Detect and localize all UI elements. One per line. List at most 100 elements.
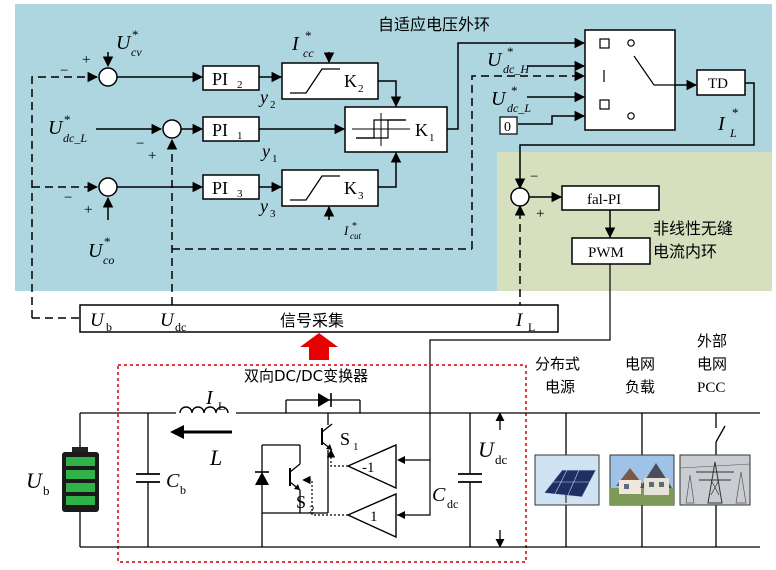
svg-text:y: y xyxy=(260,141,270,161)
svg-text:I: I xyxy=(515,310,524,331)
svg-text:0: 0 xyxy=(504,120,511,135)
svg-text:PI: PI xyxy=(212,178,228,198)
svg-text:信号采集: 信号采集 xyxy=(280,311,344,330)
uco-reference: U co * xyxy=(88,234,114,267)
signal-acquisition-bar: U b U dc 信号采集 I L xyxy=(79,304,559,334)
svg-text:*: * xyxy=(132,27,139,42)
solar-panel-image xyxy=(534,454,600,506)
svg-text:-1: -1 xyxy=(362,460,375,476)
svg-text:b: b xyxy=(43,483,50,498)
svg-text:1: 1 xyxy=(353,441,359,453)
switch-s2: S 2 xyxy=(255,444,328,516)
svg-text:b: b xyxy=(106,320,112,334)
svg-text:1: 1 xyxy=(272,153,278,165)
svg-text:TD: TD xyxy=(708,76,728,92)
sign-minus-current: − xyxy=(530,169,538,185)
distributed-source-label: 分布式 电源 xyxy=(535,355,580,396)
pwm-block: PWM xyxy=(571,237,651,265)
svg-text:*: * xyxy=(732,105,739,120)
svg-text:PI: PI xyxy=(212,120,228,140)
svg-text:K: K xyxy=(415,120,428,140)
svg-text:2: 2 xyxy=(237,79,243,91)
svg-text:PCC: PCC xyxy=(697,380,725,396)
td-block: TD xyxy=(696,69,746,96)
y1-label: y 1 xyxy=(260,141,278,165)
svg-text:dc: dc xyxy=(175,320,186,334)
svg-text:1: 1 xyxy=(429,132,435,144)
svg-text:K: K xyxy=(344,71,357,91)
svg-text:负载: 负载 xyxy=(625,378,655,396)
grid-load-label: 电网 负载 xyxy=(625,355,655,396)
svg-text:dc_H: dc_H xyxy=(503,62,530,76)
svg-text:U: U xyxy=(90,310,105,331)
svg-text:S: S xyxy=(296,492,306,512)
mode-switch-block xyxy=(584,29,676,131)
inner-current-loop-region xyxy=(497,152,772,291)
svg-text:U: U xyxy=(48,117,64,139)
battery-voltage-label: U b xyxy=(26,468,50,498)
svg-text:3: 3 xyxy=(270,208,276,220)
svg-text:I: I xyxy=(291,33,300,55)
battery-icon xyxy=(62,447,99,512)
gain-one-block: 1 xyxy=(346,492,397,539)
svg-text:电网: 电网 xyxy=(625,355,655,373)
capacitor-cdc: C dc xyxy=(432,413,482,547)
k3-limiter-block: K 3 xyxy=(281,169,379,207)
svg-text:U: U xyxy=(160,310,175,331)
svg-text:dc_L: dc_L xyxy=(507,101,531,115)
svg-text:I: I xyxy=(343,223,349,238)
udch-reference: U dc_H * xyxy=(487,44,530,76)
pi3-block: PI 3 xyxy=(202,174,260,200)
svg-text:U: U xyxy=(478,437,496,462)
sign-minus-bottom: − xyxy=(64,190,72,206)
converter-title: 双向DC/DC变换器 xyxy=(244,367,368,385)
svg-text:K: K xyxy=(344,178,357,198)
svg-text:y: y xyxy=(258,196,268,216)
sum-junction-bottom xyxy=(98,177,118,197)
svg-text:L: L xyxy=(218,399,225,413)
svg-text:分布式: 分布式 xyxy=(535,355,580,373)
outer-loop-title: 自适应电压外环 xyxy=(378,15,490,34)
y2-label: y 2 xyxy=(258,87,276,111)
svg-text:I: I xyxy=(717,113,726,135)
external-grid-label: 外部 电网 PCC xyxy=(697,332,727,396)
inner-loop-title-2: 电流内环 xyxy=(653,242,717,261)
svg-text:*: * xyxy=(352,221,357,232)
fal-pi-block: fal-PI xyxy=(561,185,660,211)
sign-plus-current: + xyxy=(536,206,544,222)
svg-text:cv: cv xyxy=(131,45,142,59)
svg-text:C: C xyxy=(166,470,180,492)
svg-text:2: 2 xyxy=(270,99,276,111)
svg-text:S: S xyxy=(340,429,350,449)
sum-junction-top xyxy=(98,67,118,87)
inductor-l: I L L xyxy=(170,387,236,470)
y3-label: y 3 xyxy=(258,196,276,220)
svg-text:L: L xyxy=(729,126,737,140)
svg-text:*: * xyxy=(511,83,518,98)
il-reference-label: I L * xyxy=(717,105,739,140)
k2-limiter-block: K 2 xyxy=(281,62,379,100)
k1-hysteresis-block: K 1 xyxy=(344,106,448,153)
svg-text:co: co xyxy=(103,253,114,267)
sign-minus-middle: − xyxy=(136,136,144,152)
svg-text:1: 1 xyxy=(370,509,378,525)
svg-text:dc_L: dc_L xyxy=(63,131,87,145)
svg-text:PWM: PWM xyxy=(588,245,624,261)
houses-image xyxy=(609,454,675,506)
svg-text:*: * xyxy=(305,28,312,43)
svg-text:U: U xyxy=(116,32,132,54)
svg-text:3: 3 xyxy=(237,188,243,200)
svg-text:dc: dc xyxy=(495,452,508,467)
svg-text:*: * xyxy=(104,234,111,249)
svg-text:U: U xyxy=(26,468,44,493)
capacitor-cb: C b xyxy=(136,413,186,547)
svg-text:电源: 电源 xyxy=(545,378,575,396)
pi1-block: PI 1 xyxy=(202,116,260,142)
svg-text:I: I xyxy=(205,387,214,409)
icc-reference: I cc * xyxy=(291,28,314,60)
svg-text:外部: 外部 xyxy=(697,332,727,350)
sign-plus-bottom: + xyxy=(84,202,92,218)
svg-text:cut: cut xyxy=(350,231,361,241)
svg-text:电网: 电网 xyxy=(697,355,727,373)
